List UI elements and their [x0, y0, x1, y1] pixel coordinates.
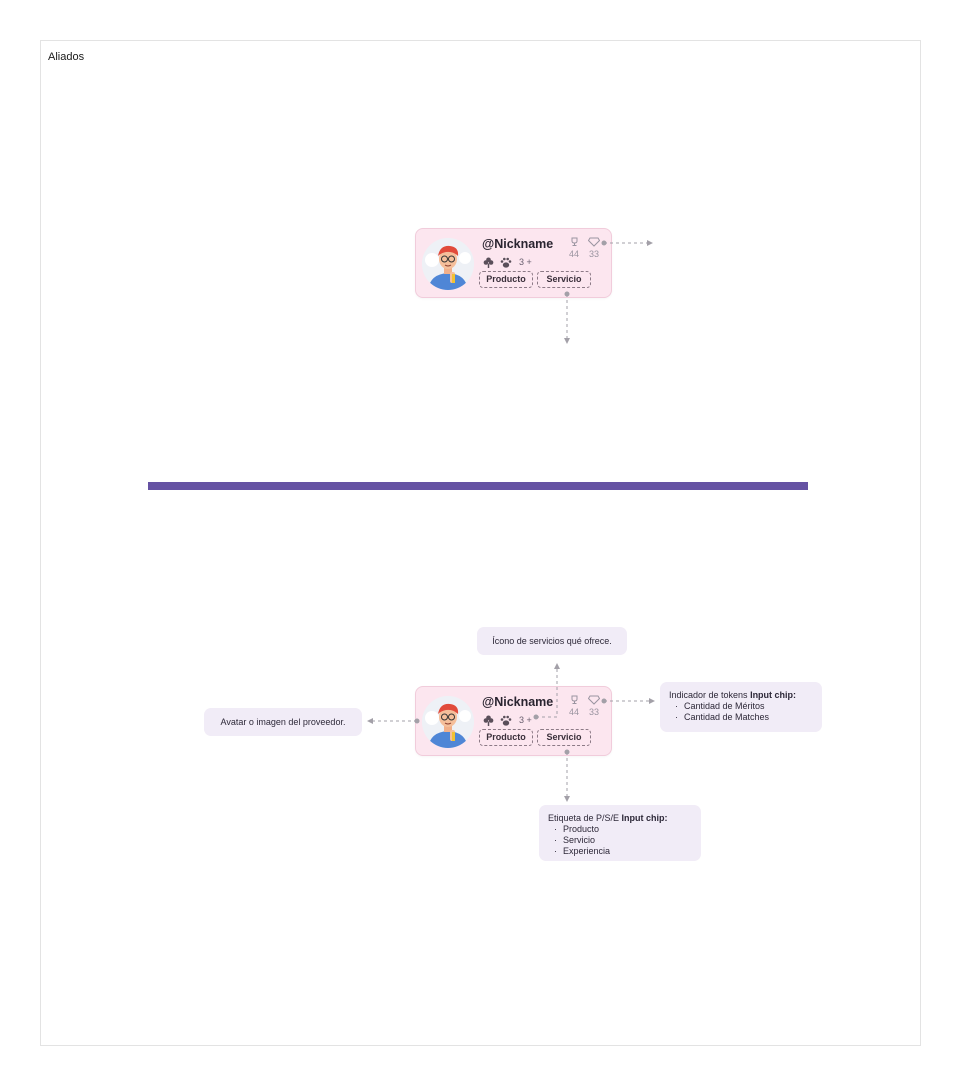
nickname: @Nickname — [482, 695, 554, 709]
merits-token[interactable]: 44 — [564, 695, 584, 717]
chip-servicio[interactable]: Servicio — [537, 729, 591, 746]
matches-token[interactable]: 33 — [584, 695, 604, 717]
matches-token[interactable]: 33 — [584, 237, 604, 259]
list-item: Producto — [548, 824, 692, 835]
list-item: Cantidad de Matches — [669, 712, 813, 723]
trophy-icon — [571, 237, 577, 246]
section-divider — [148, 482, 808, 490]
note-tag-bold: Input chip: — [621, 813, 668, 823]
trophy-icon — [571, 695, 577, 704]
list-item: Cantidad de Méritos — [669, 701, 813, 712]
note-tag-lead: Etiqueta de P/S/E — [548, 813, 622, 823]
note-tag-chips: Etiqueta de P/S/E Input chip: Producto S… — [539, 805, 701, 861]
chip-servicio[interactable]: Servicio — [537, 271, 591, 288]
note-avatar: Avatar o imagen del proveedor. — [204, 708, 362, 736]
note-services-icon: Ícono de servicios qué ofrece. — [477, 627, 627, 655]
service-icons: 3 + — [483, 256, 532, 268]
list-item: Servicio — [548, 835, 692, 846]
flower-icon — [483, 714, 494, 726]
avatar[interactable] — [422, 696, 474, 748]
connector-services — [536, 663, 560, 718]
service-icons: 3 + — [483, 714, 532, 726]
matches-count: 33 — [588, 249, 599, 259]
paw-icon — [500, 715, 512, 726]
merits-count: 44 — [568, 249, 579, 259]
flower-icon — [483, 256, 494, 268]
artboard-frame — [40, 40, 921, 1046]
ally-card-annotated[interactable]: @Nickname 3 + Producto Servicio 44 33 — [415, 686, 612, 756]
list-item: Experiencia — [548, 846, 692, 857]
note-token-indicator: Indicador de tokens Input chip: Cantidad… — [660, 682, 822, 732]
avatar[interactable] — [422, 238, 474, 290]
more-services-count[interactable]: 3 + — [519, 257, 532, 267]
frame-title: Aliados — [48, 51, 85, 63]
more-services-count[interactable]: 3 + — [519, 715, 532, 725]
chip-producto[interactable]: Producto — [479, 271, 533, 288]
merits-count: 44 — [568, 707, 579, 717]
merits-token[interactable]: 44 — [564, 237, 584, 259]
nickname: @Nickname — [482, 237, 554, 251]
diamond-icon — [588, 237, 600, 247]
matches-count: 33 — [588, 707, 599, 717]
ally-card[interactable]: @Nickname 3 + Producto Servicio 44 33 — [415, 228, 612, 298]
diamond-icon — [588, 695, 600, 705]
note-token-bold: Input chip: — [750, 690, 797, 700]
note-token-lead: Indicador de tokens — [669, 690, 751, 700]
chip-producto[interactable]: Producto — [479, 729, 533, 746]
paw-icon — [500, 257, 512, 268]
